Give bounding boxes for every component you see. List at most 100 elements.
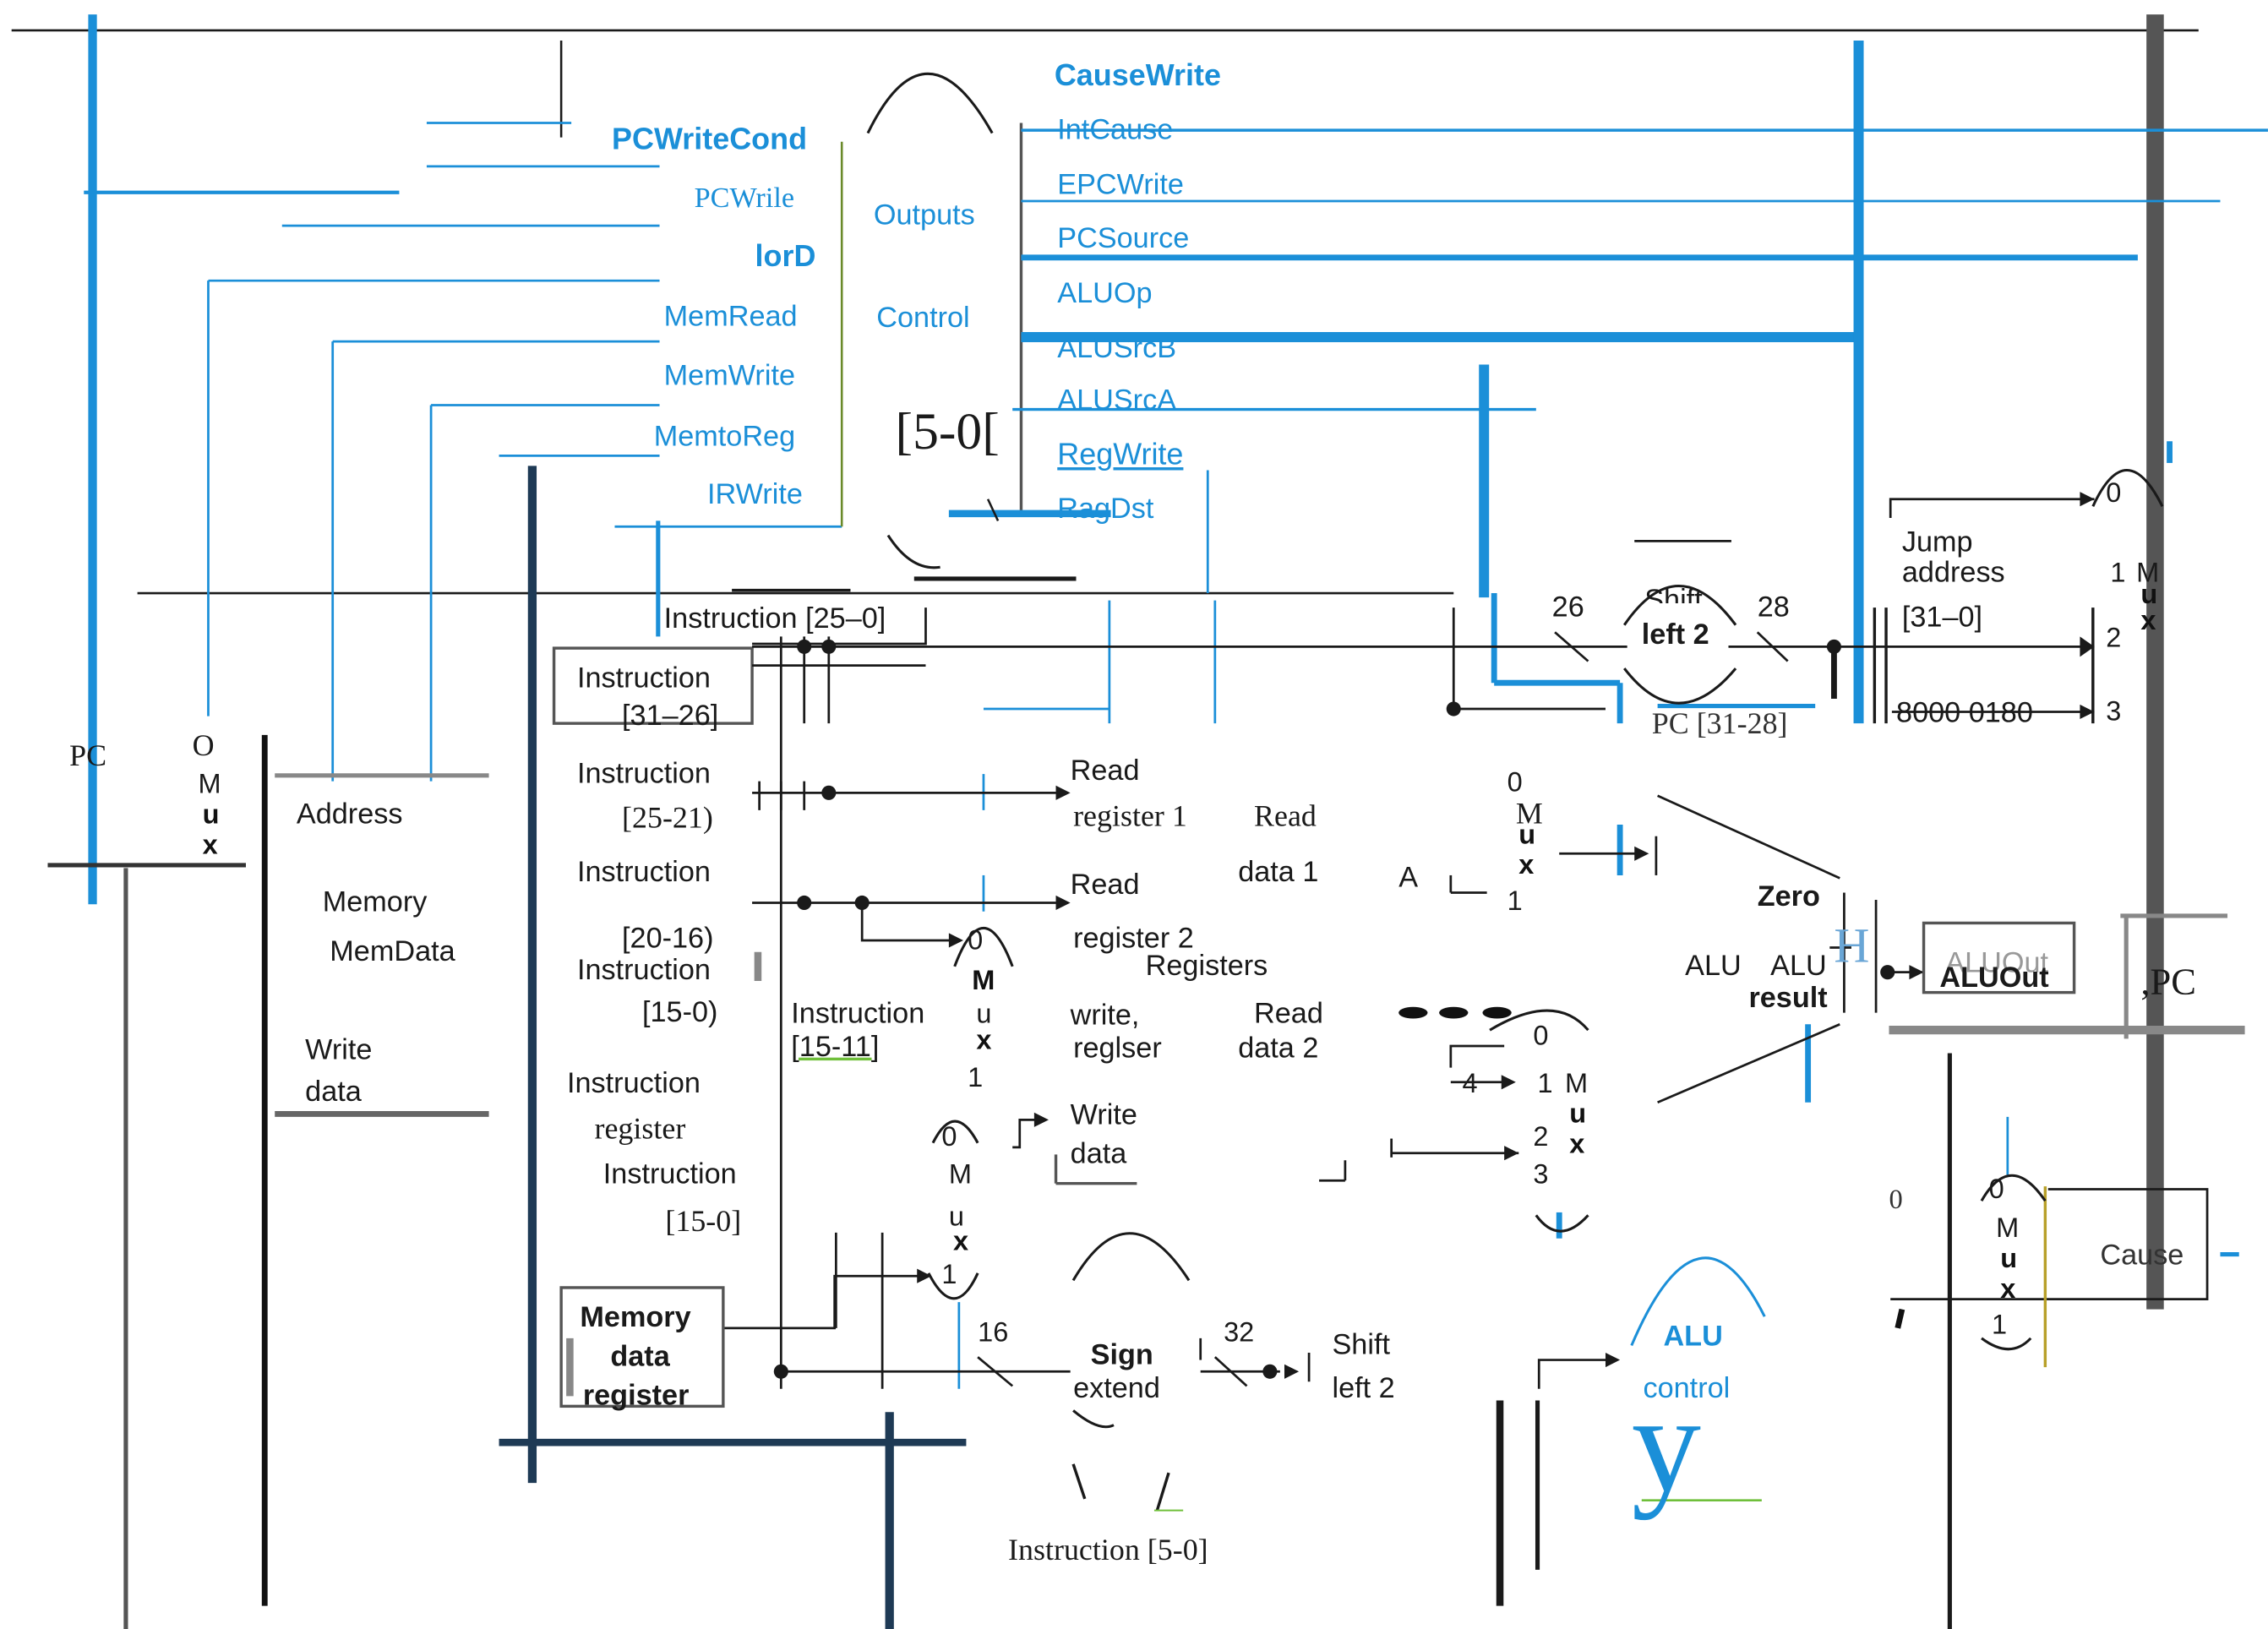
sign-extend-a: Sign (1091, 1341, 1153, 1370)
shift-left-2-a: Shift (1332, 1331, 1390, 1359)
instr-20-16-a: Instruction (577, 858, 711, 886)
read-data1-a: Read (1254, 802, 1317, 832)
aluout-label: ALUOut (1939, 963, 2048, 992)
instr-5-0-label: Instruction [5-0] (1008, 1535, 1208, 1566)
read-data2-b: data 2 (1238, 1034, 1318, 1063)
signal-memwrite: MemWrite (664, 362, 795, 390)
mux-alusrca-1: 1 (1507, 888, 1523, 916)
write-data-a: Write (1071, 1101, 1137, 1130)
cause-mux-0-left: 0 (1889, 1186, 1902, 1214)
signal-memread: MemRead (664, 302, 798, 331)
instr-25-21-b: [25-21) (622, 803, 713, 833)
signal-pcwritecond: PCWriteCond (612, 124, 807, 155)
a-register-label: A (1398, 864, 1418, 892)
mux-regdst-m: M (972, 968, 995, 996)
instr-25-21-a: Instruction (577, 760, 711, 788)
alu-control-a: ALU (1663, 1322, 1722, 1351)
registers-label: Registers (1146, 952, 1268, 981)
mdr-label-a: Memory (580, 1304, 690, 1332)
mux-alusrca-x: x (1518, 853, 1534, 880)
bits-26-label: 26 (1552, 593, 1584, 622)
pc-31-28-label: PC [31-28] (1652, 709, 1788, 739)
read-reg2-a: Read (1071, 871, 1140, 900)
jump-address-b: address (1902, 558, 2005, 587)
signal-intcause: IntCause (1057, 116, 1173, 144)
signal-iord: lorD (755, 242, 816, 272)
sign-extend-b: extend (1073, 1375, 1160, 1403)
mux-alusrcb-m: M (1565, 1071, 1588, 1098)
alu-result-label: result (1748, 983, 1827, 1012)
data2-dashes (1398, 1007, 1512, 1019)
mux-alusrcb-0: 0 (1533, 1023, 1548, 1051)
mux-pc-x: x (203, 832, 218, 860)
signal-alusrcb: ALUSrcB (1057, 335, 1176, 363)
cause-mux-1: 1 (1992, 1312, 2007, 1340)
bits-16-label: 16 (978, 1320, 1008, 1348)
mux-alusrcb-u: u (1569, 1101, 1586, 1129)
instr-20-16-b: [20-16) (622, 924, 713, 953)
bits-32-label: 32 (1224, 1320, 1254, 1348)
mux-pcsource-x: x (2140, 607, 2156, 635)
instruction-register-b: register (595, 1114, 686, 1144)
mux-alusrcb-3: 3 (1533, 1162, 1548, 1190)
signal-memtoreg: MemtoReg (654, 422, 795, 451)
cause-mux-x: x (2000, 1276, 2015, 1304)
shift-top-b: left 2 (1642, 621, 1709, 650)
jump-31-0-label: [31–0] (1902, 603, 1982, 632)
mux-pcsource-0: 0 (2106, 480, 2121, 508)
mux-pcsource-1: 1 (2110, 560, 2125, 588)
mux-pc-u: u (203, 802, 220, 830)
read-reg1-b: register 1 (1073, 802, 1187, 832)
read-data2-a: Read (1254, 1000, 1323, 1028)
signal-pcsource: PCSource (1057, 224, 1189, 253)
mux-alusrca-u: u (1518, 822, 1535, 850)
write-data-b: data (1071, 1140, 1127, 1169)
jump-address-a: Jump (1902, 528, 1973, 557)
read-reg1-a: Read (1071, 757, 1140, 786)
pc-label-right: ,PC (2140, 963, 2196, 1001)
write-reg-b: reglser (1073, 1034, 1162, 1063)
write-reg-a: write, (1071, 1001, 1140, 1030)
mux-alusrca-0: 0 (1507, 770, 1523, 798)
cause-mux-0: 0 (1989, 1176, 2004, 1204)
memory-data-label: data (305, 1078, 362, 1107)
shift-left-2-b: left 2 (1332, 1375, 1394, 1403)
mux-pcsource-u: u (2140, 581, 2157, 609)
mux-alusrcb-1: 1 (1538, 1071, 1553, 1098)
instr-25-0-top: Instruction [25–0] (664, 605, 886, 634)
instr-31-26-b: [31–26] (622, 701, 718, 730)
signal-epcwrite: EPCWrite (1057, 171, 1184, 199)
cause-mux-m: M (1996, 1215, 2019, 1243)
op-field-label: [5-0[ (896, 405, 1000, 457)
mux-pc-m: M (199, 771, 221, 799)
const-four: 4 (1463, 1071, 1478, 1098)
mux-memtoreg-x: x (953, 1229, 968, 1256)
instr-15-11-b: [15-11] (791, 1033, 879, 1062)
instr-15-0-lower-a: Instruction (603, 1160, 737, 1189)
mux-pcsource-3: 3 (2106, 699, 2121, 727)
memory-address-label: Address (297, 800, 403, 829)
control-outputs-label: Outputs (874, 201, 975, 230)
mux-memtoreg-m: M (949, 1162, 972, 1190)
control-oval-top (868, 74, 992, 133)
mux-regdst-u: u (976, 1001, 991, 1029)
read-data1-b: data 1 (1238, 858, 1318, 886)
read-reg2-b: register 2 (1073, 924, 1194, 953)
alu-control-y-glyph: y (1632, 1375, 1701, 1513)
mux-regdst-1: 1 (968, 1065, 983, 1092)
instr-15-0-b: [15-0) (642, 998, 717, 1027)
signal-regdst: RagDst (1057, 495, 1153, 524)
alu-shape (1658, 796, 1840, 1103)
alu-label-b: ALU (1770, 952, 1827, 981)
mux-pcsource-2: 2 (2106, 625, 2121, 653)
cause-register-label: Cause (2100, 1241, 2183, 1270)
control-unit-label: Control (876, 304, 969, 333)
memory-write-label: Write (305, 1036, 372, 1065)
mux-regdst-0: 0 (968, 928, 983, 956)
alu-zero-label: Zero (1758, 883, 1820, 912)
control-oval-bottom (888, 536, 940, 568)
alu-h-glyph: H (1834, 923, 1869, 972)
pc-label-left: PC (69, 741, 106, 771)
signal-aluop: ALUOp (1057, 279, 1152, 308)
